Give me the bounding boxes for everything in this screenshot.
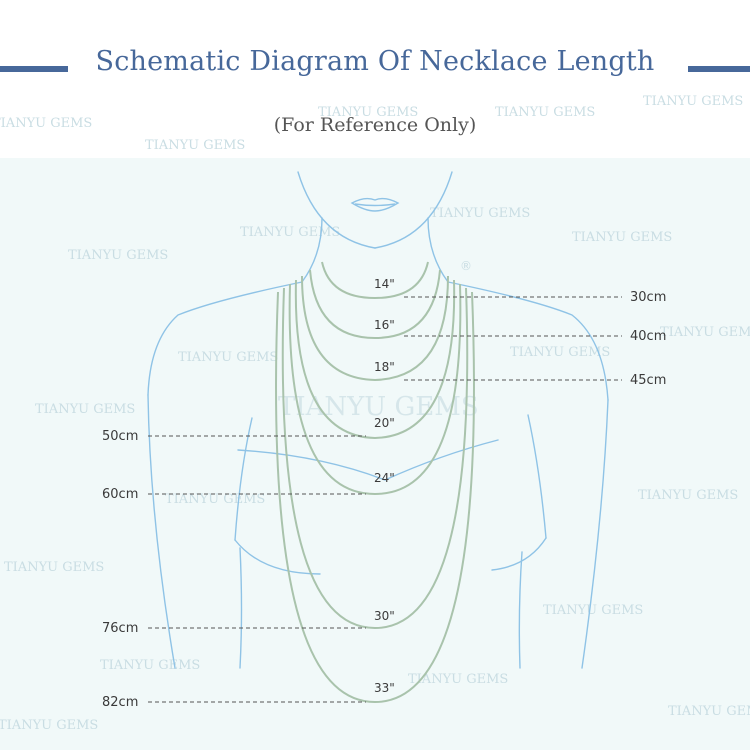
cm-label-30: 30cm [630, 290, 666, 305]
chin-right [374, 171, 453, 249]
watermark: TIANYU GEMS [0, 718, 99, 733]
inch-label-18: 18" [374, 360, 395, 374]
watermark: TIANYU GEMS [278, 392, 479, 422]
necklace-16-chain [309, 269, 441, 340]
necklace-30-chain [281, 287, 469, 630]
chest-left-lower [234, 539, 321, 575]
watermark: TIANYU GEMS [68, 248, 169, 263]
leader-lines [148, 296, 622, 703]
necklace-chains [275, 261, 475, 704]
registered-mark: ® [460, 259, 472, 273]
cm-label-50: 50cm [102, 429, 138, 444]
watermark: TIANYU GEMS [660, 325, 750, 340]
watermark: TIANYU GEMS [178, 350, 279, 365]
necklace-24-chain [288, 283, 462, 496]
watermark: TIANYU GEMS [318, 105, 419, 120]
watermark: TIANYU GEMS [240, 225, 341, 240]
watermark: TIANYU GEMS [165, 492, 266, 507]
watermark: TIANYU GEMS [408, 672, 509, 687]
watermark: TIANYU GEMS [35, 402, 136, 417]
title-bar-right [688, 66, 750, 72]
arm-right-inner [527, 414, 547, 539]
page-title: Schematic Diagram Of Necklace Length [95, 46, 655, 77]
inch-label-20: 20" [374, 416, 395, 430]
watermark: TIANYU GEMS [543, 603, 644, 618]
watermark: TIANYU GEMS [0, 116, 93, 131]
shoulder-right [447, 281, 609, 401]
torso-left [239, 547, 243, 669]
inch-label-16: 16" [374, 318, 395, 332]
cm-label-60: 60cm [102, 487, 138, 502]
cm-label-45: 45cm [630, 373, 666, 388]
page-subtitle: (For Reference Only) [273, 114, 477, 136]
watermark: TIANYU GEMS [510, 345, 611, 360]
arm-right-outer [581, 399, 609, 669]
watermark: TIANYU GEMS [4, 560, 105, 575]
watermark: TIANYU GEMS [495, 105, 596, 120]
shoulder-left [147, 281, 303, 396]
inch-label-14: 14" [374, 277, 395, 291]
lips [350, 197, 400, 212]
chest-line [237, 439, 499, 481]
neck-right [427, 217, 449, 283]
arm-left-inner [234, 417, 253, 541]
cm-label-40: 40cm [630, 329, 666, 344]
watermark: TIANYU GEMS [100, 658, 201, 673]
cm-label-82: 82cm [102, 695, 138, 710]
watermark: TIANYU GEMS [638, 488, 739, 503]
background-panel [0, 158, 750, 750]
torso-right [518, 551, 523, 669]
watermark: TIANYU GEMS [430, 206, 531, 221]
cm-label-76: 76cm [102, 621, 138, 636]
arm-left-outer [147, 394, 176, 669]
title-bar-left [0, 66, 68, 72]
necklace-20-chain [294, 279, 456, 440]
necklace-14-chain [321, 261, 429, 300]
chest-right-lower [491, 537, 547, 571]
watermark: TIANYU GEMS [668, 704, 750, 719]
chin-left [297, 171, 376, 249]
neck-left [301, 217, 323, 283]
watermark: TIANYU GEMS [145, 138, 246, 153]
inch-label-33: 33" [374, 681, 395, 695]
inch-label-24: 24" [374, 471, 395, 485]
necklace-18-chain [301, 275, 449, 382]
body-outline [147, 171, 609, 669]
necklace-33-chain [275, 291, 475, 704]
watermark: TIANYU GEMS [643, 94, 744, 109]
inch-label-30: 30" [374, 609, 395, 623]
watermark: TIANYU GEMS [572, 230, 673, 245]
